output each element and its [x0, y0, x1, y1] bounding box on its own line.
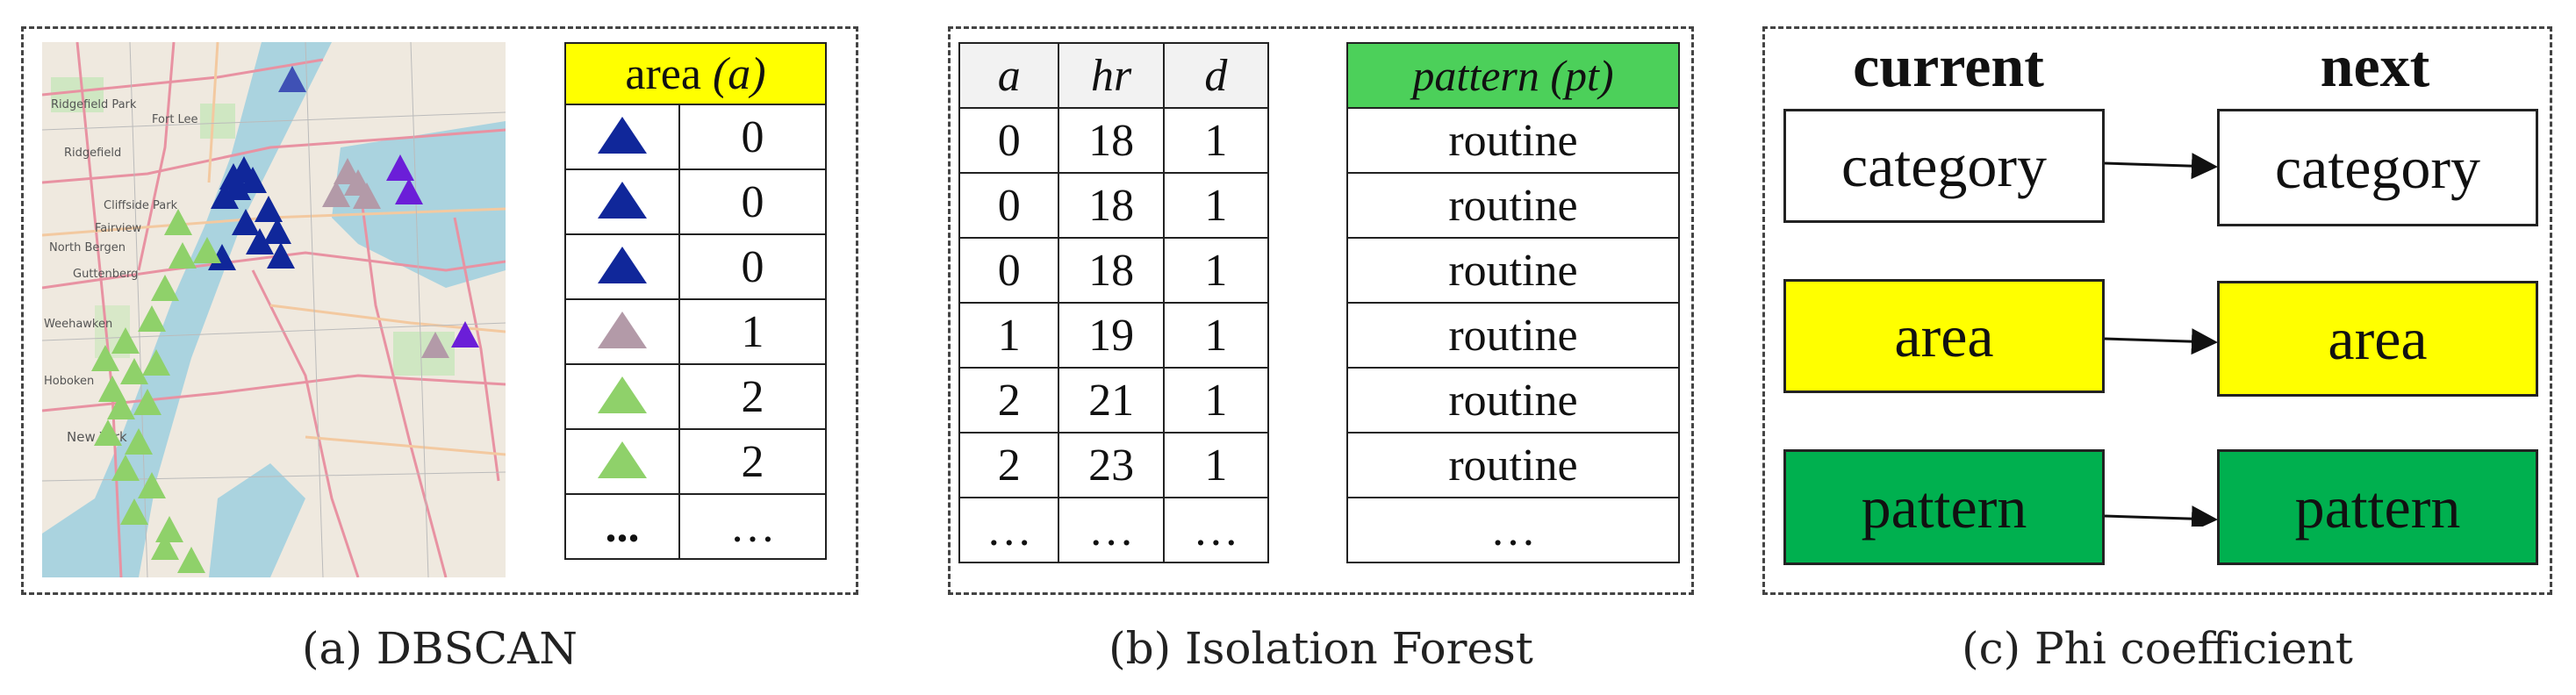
map-label-4: Fairview	[95, 222, 142, 235]
map-image: Ridgefield Park Fort Lee Ridgefield Clif…	[42, 42, 506, 577]
area-header: area (a)	[564, 42, 827, 105]
feature-cell: 1	[1162, 237, 1270, 304]
area-ellipsis-right: …	[678, 493, 827, 560]
box-next-pattern: pattern	[2217, 449, 2538, 565]
box-current-pattern: pattern	[1783, 449, 2105, 565]
head-next: next	[2320, 32, 2430, 99]
map-label-6: Guttenberg	[73, 268, 138, 281]
feature-cell: 0	[958, 107, 1060, 174]
map-label-5: North Bergen	[49, 241, 126, 254]
arrow-area	[2104, 328, 2218, 355]
feature-header-d: d	[1162, 42, 1270, 109]
cluster-2-markers	[91, 209, 221, 573]
area-ellipsis-left: ...	[564, 493, 680, 560]
feature-cell: 1	[958, 302, 1060, 369]
feature-cell: 23	[1058, 432, 1165, 498]
area-row-0-value: 0	[678, 104, 827, 170]
caption-b: (b) Isolation Forest	[1109, 623, 1533, 674]
area-row-0-shape	[564, 104, 680, 170]
pattern-cell: routine	[1346, 432, 1680, 498]
feature-cell: 1	[1162, 432, 1270, 498]
pattern-cell: routine	[1346, 107, 1680, 174]
map-svg: Ridgefield Park Fort Lee Ridgefield Clif…	[42, 42, 506, 577]
box-current-area: area	[1783, 279, 2105, 393]
map-label-8: Hoboken	[44, 375, 94, 388]
feature-cell: 18	[1058, 107, 1165, 174]
area-row-2-value: 0	[678, 233, 827, 300]
feature-cell: 1	[1162, 367, 1270, 433]
box-next-category: category	[2217, 109, 2538, 226]
cluster-0-markers	[208, 156, 295, 270]
panel-phi-coefficient	[1762, 26, 2552, 595]
caption-c: (c) Phi coefficient	[1962, 623, 2353, 674]
feature-cell: …	[1058, 497, 1165, 563]
feature-cell: 1	[1162, 172, 1270, 239]
area-table: area (a) 0 0 0 1 2 2 ...…	[564, 42, 827, 560]
pattern-cell: routine	[1346, 172, 1680, 239]
area-row-3-shape	[564, 298, 680, 365]
feature-cell: 0	[958, 237, 1060, 304]
cluster-1-markers	[322, 158, 449, 358]
feature-cell: 18	[1058, 237, 1165, 304]
head-current: current	[1853, 32, 2044, 99]
feature-header-hr: hr	[1058, 42, 1165, 109]
area-row-5-value: 2	[678, 428, 827, 495]
feature-cell: 2	[958, 432, 1060, 498]
panel-dbscan	[21, 26, 858, 595]
pattern-cell: routine	[1346, 302, 1680, 369]
pattern-cell: routine	[1346, 237, 1680, 304]
feature-cell: …	[958, 497, 1060, 563]
feature-cell: 2	[958, 367, 1060, 433]
feature-cell: 18	[1058, 172, 1165, 239]
arrow-pattern	[2104, 505, 2218, 527]
map-label-7: Weehawken	[44, 318, 112, 331]
pattern-cell: routine	[1346, 367, 1680, 433]
pattern-table: pattern (pt) routine routine routine rou…	[1346, 42, 1680, 563]
area-row-5-shape	[564, 428, 680, 495]
arrow-category	[2104, 153, 2218, 180]
feature-cell: 21	[1058, 367, 1165, 433]
caption-a: (a) DBSCAN	[302, 623, 578, 674]
feature-cell: 0	[958, 172, 1060, 239]
map-label-2: Ridgefield	[64, 147, 121, 160]
feature-cell: 19	[1058, 302, 1165, 369]
area-row-3-value: 1	[678, 298, 827, 365]
pattern-header: pattern (pt)	[1346, 42, 1680, 109]
connector-arrows	[2104, 153, 2218, 527]
box-current-category: category	[1783, 109, 2105, 223]
feature-cell: …	[1162, 497, 1270, 563]
area-row-1-shape	[564, 168, 680, 235]
area-row-2-shape	[564, 233, 680, 300]
feature-cell: 1	[1162, 302, 1270, 369]
feature-header-a: a	[958, 42, 1060, 109]
panel-isolation-forest	[948, 26, 1694, 595]
area-row-1-value: 0	[678, 168, 827, 235]
area-row-4-value: 2	[678, 363, 827, 430]
map-label-3: Cliffside Park	[104, 199, 178, 212]
pattern-cell: …	[1346, 497, 1680, 563]
feature-cell: 1	[1162, 107, 1270, 174]
area-row-4-shape	[564, 363, 680, 430]
map-label-1: Fort Lee	[152, 113, 198, 126]
box-next-area: area	[2217, 281, 2538, 397]
map-label-0: Ridgefield Park	[51, 98, 137, 111]
cluster-outlier-markers	[386, 154, 479, 348]
